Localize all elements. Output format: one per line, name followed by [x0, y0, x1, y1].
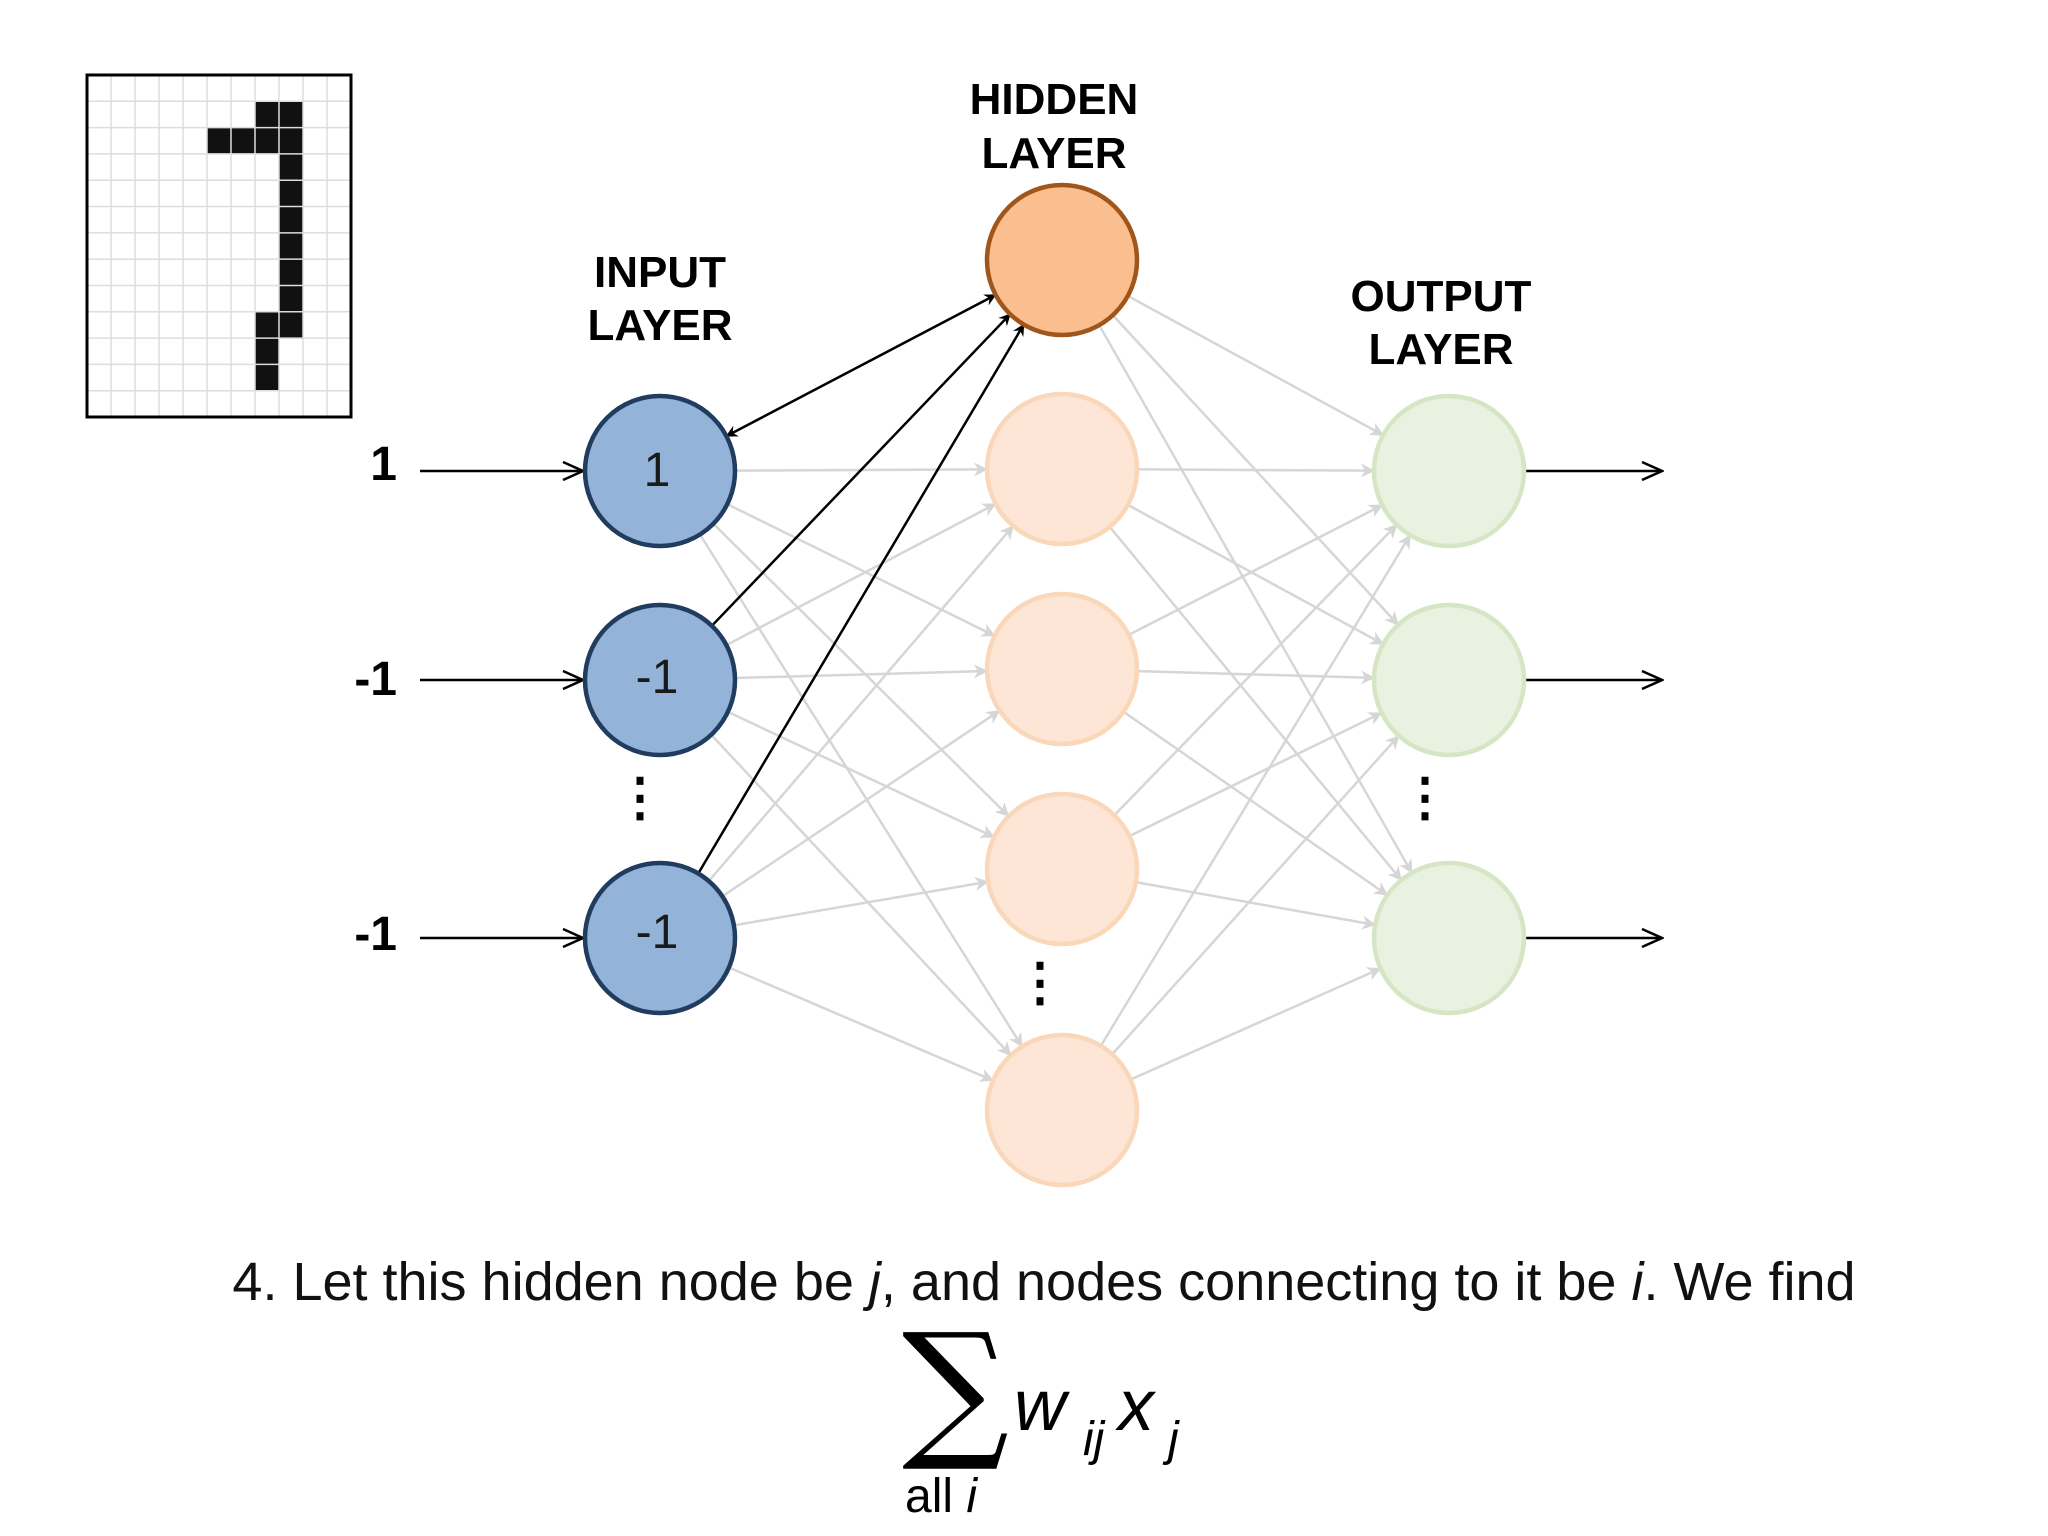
- output-node-2: [1371, 602, 1527, 758]
- caption: 4. Let this hidden node be j, and nodes …: [232, 1252, 1855, 1312]
- active-edge-to-hidden-0: [725, 293, 997, 438]
- pixel-grid-border: [85, 73, 353, 419]
- edge-h3-out2: [1135, 880, 1377, 930]
- input-node-value-3: -1: [636, 906, 679, 959]
- pixel-cell-11: [279, 285, 304, 313]
- formula-under-text: all: [905, 1470, 966, 1523]
- hidden-node-2: [984, 391, 1140, 547]
- pixel-cell-14: [255, 364, 280, 392]
- output-node-3: [1371, 860, 1527, 1016]
- edge-in2-h1: [707, 525, 1015, 882]
- pixel-cell-12: [255, 311, 280, 339]
- edge-in0-h4: [698, 533, 1024, 1048]
- edge-h2-out1: [1136, 669, 1376, 685]
- output-layer-title-line2: LAYER: [1368, 325, 1513, 374]
- input-node-2: [582, 602, 738, 758]
- pixel-cell-1: [231, 127, 256, 155]
- pixel-cell-2: [255, 101, 280, 129]
- pixel-cell-10: [279, 259, 304, 286]
- pixel-cell-9: [279, 232, 304, 260]
- edge-h0-out2: [1098, 324, 1413, 874]
- formula-under: all i: [905, 1470, 978, 1523]
- active-edge-to-hidden-2: [697, 323, 1025, 875]
- faint-connections: [698, 294, 1413, 1082]
- digit-pixel-grid: [85, 73, 353, 419]
- caption-prefix: 4. Let this hidden node be: [232, 1252, 869, 1312]
- hidden-node-3: [984, 591, 1140, 747]
- pixel-cell-3: [255, 127, 280, 155]
- output-layer-title-line1: OUTPUT: [1351, 272, 1532, 321]
- output-arrows: [1524, 471, 1662, 938]
- caption-var-i: i: [1631, 1252, 1645, 1312]
- nodes: [582, 182, 1527, 1188]
- edge-h0-out0: [1127, 294, 1385, 437]
- caption-suffix: . We find: [1643, 1252, 1855, 1312]
- edge-in1-h3: [727, 710, 996, 839]
- edge-h3-out0: [1113, 523, 1398, 817]
- edge-in2-h2: [721, 709, 1001, 898]
- pixel-cell-8: [279, 206, 304, 234]
- edge-in1-h4: [710, 733, 1012, 1057]
- formula-w: w: [1014, 1366, 1070, 1446]
- pixel-cell-5: [279, 127, 304, 155]
- edge-h4-out0: [1099, 534, 1412, 1047]
- input-ellipsis: ⋮: [614, 769, 666, 827]
- formula-x-subscript: j: [1162, 1413, 1180, 1466]
- edge-h3-out1: [1128, 711, 1383, 838]
- hidden-node-5: [984, 1032, 1140, 1188]
- pixel-cell-7: [279, 180, 304, 208]
- output-node-1: [1371, 393, 1527, 549]
- active-connections: [697, 293, 1025, 875]
- edge-in2-h4: [728, 966, 994, 1082]
- edge-in2-h3: [733, 876, 990, 927]
- edge-h4-out2: [1130, 967, 1382, 1081]
- output-ellipsis: ⋮: [1399, 769, 1451, 827]
- pixel-cell-0: [207, 127, 232, 155]
- input-arrows: [420, 471, 583, 938]
- hidden-node-4: [984, 791, 1140, 947]
- pixel-cell-13: [255, 338, 280, 365]
- hidden-layer-title-line1: HIDDEN: [970, 75, 1139, 124]
- edge-h2-out0: [1128, 504, 1384, 636]
- edge-h2-out2: [1122, 710, 1389, 897]
- edge-in1-h1: [725, 502, 997, 647]
- hidden-ellipsis: ⋮: [1014, 954, 1066, 1012]
- formula-x: x: [1115, 1366, 1157, 1446]
- pixel-cell-6: [279, 153, 304, 181]
- input-layer-title-line1: INPUT: [594, 248, 726, 297]
- input-node-value-2: -1: [636, 651, 679, 704]
- formula: ∑ w ij x j all i: [902, 1302, 1180, 1523]
- input-label-3: -1: [354, 908, 397, 961]
- formula-w-subscript: ij: [1083, 1413, 1106, 1466]
- edge-h1-out2: [1108, 526, 1403, 881]
- edge-in0-h2: [726, 503, 996, 637]
- formula-under-var: i: [966, 1470, 978, 1523]
- pixel-cell-15: [279, 311, 304, 339]
- input-label-2: -1: [354, 653, 397, 706]
- edge-h4-out1: [1111, 734, 1400, 1056]
- active-edge-to-hidden-1: [710, 313, 1012, 627]
- edge-h1-out1: [1127, 503, 1385, 646]
- edge-h1-out0: [1136, 463, 1376, 478]
- input-layer-title-line2: LAYER: [587, 301, 732, 350]
- hidden-node-active: [984, 182, 1140, 338]
- sum-symbol: ∑: [902, 1302, 1009, 1476]
- input-node-3: [582, 860, 738, 1016]
- caption-middle: , and nodes connecting to it be: [881, 1252, 1632, 1312]
- input-node-1: [582, 393, 738, 549]
- pixel-cell-4: [279, 101, 304, 129]
- edge-in1-h2: [734, 664, 989, 680]
- hidden-layer-title-line2: LAYER: [981, 129, 1126, 178]
- input-node-value-1: 1: [644, 444, 671, 497]
- input-label-1: 1: [370, 438, 397, 491]
